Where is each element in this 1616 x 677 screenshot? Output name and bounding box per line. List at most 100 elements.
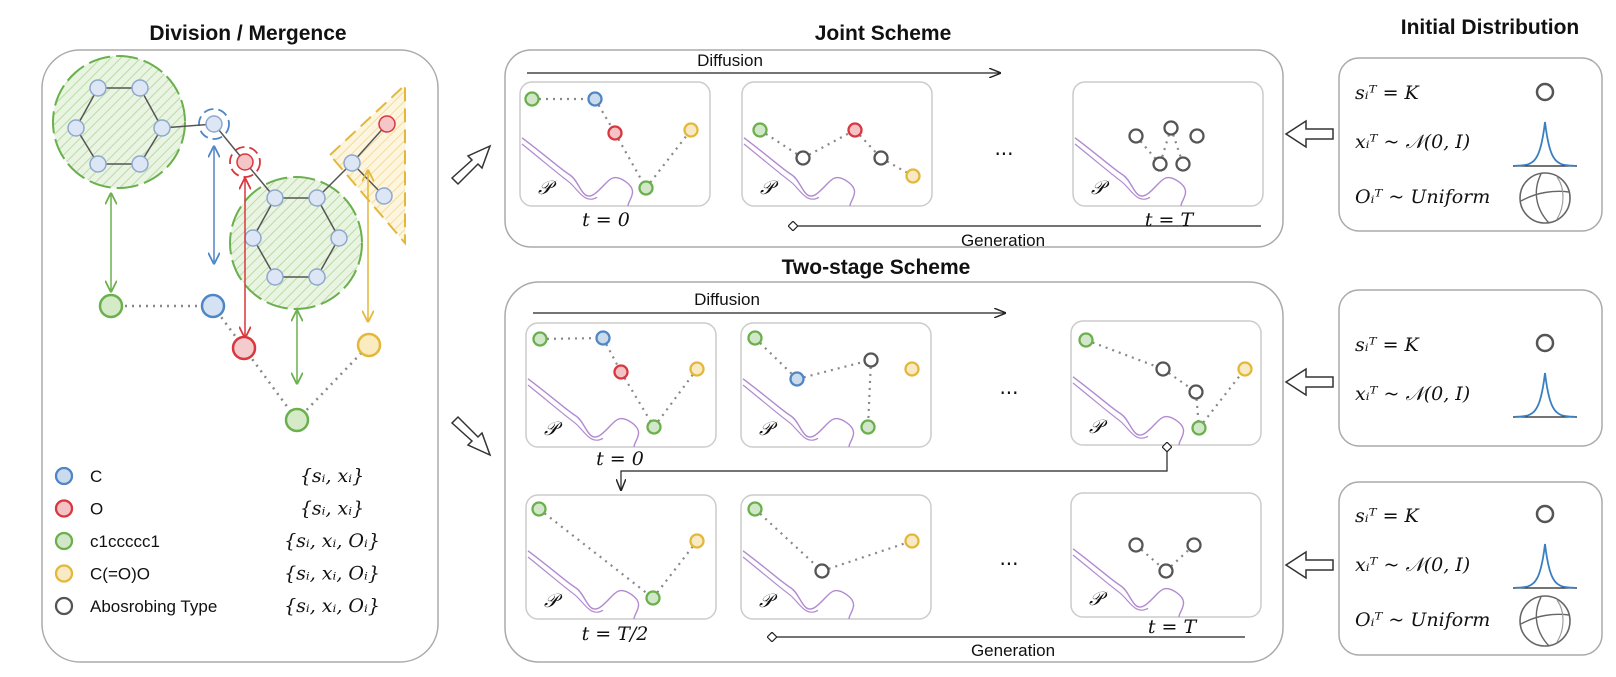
init-joint-gaussian-icon: [1513, 121, 1577, 167]
gaussian-curve: [1514, 121, 1576, 167]
graph-edge: [538, 508, 654, 599]
oxygen-region: [229, 146, 261, 178]
to-joint-arrow: [450, 144, 492, 186]
pocket-surface-inner: [1072, 554, 1149, 611]
init-top-s: sᵢᵀ = K: [1355, 334, 1421, 356]
graph-node: [847, 122, 863, 138]
coarse-carbon-node: [200, 293, 226, 319]
carbon-region: [198, 108, 230, 140]
graph-node: [613, 364, 629, 380]
graph-node: [904, 533, 920, 549]
joint-scheme-title: Joint Scheme: [815, 22, 952, 45]
joint-diffusion-label: Diffusion: [697, 51, 763, 70]
legend-label: O: [90, 500, 103, 519]
init-top-x: xᵢᵀ ~ 𝒩(0, I): [1355, 383, 1470, 405]
pocket-surface-inner: [527, 556, 604, 613]
two-stage-frame-b2: 𝒫: [1070, 492, 1262, 618]
graph-node: [689, 361, 705, 377]
two-stage-frame-a0: 𝒫: [525, 322, 717, 448]
legend-label: C: [90, 467, 102, 486]
pocket-surface: [742, 550, 855, 620]
graph-edge: [645, 129, 692, 189]
init-box-joint: sᵢᵀ = K xᵢᵀ ~ 𝒩(0, I) Oᵢᵀ ~ Uniform: [1338, 57, 1603, 232]
legend-swatch: [54, 531, 74, 551]
init-joint-absorb-icon: [1535, 82, 1555, 102]
graph-edge: [652, 540, 698, 599]
two-stage-ellipsis-top: ...: [999, 375, 1018, 399]
joint-ellipsis: ...: [994, 136, 1013, 160]
init-bottom-absorb-icon: [1535, 504, 1555, 524]
init-bottom-s: sᵢᵀ = K: [1355, 505, 1421, 527]
legend-set: {sᵢ, xᵢ}: [300, 498, 364, 520]
two-stage-ellipsis-bottom: ...: [999, 546, 1018, 570]
coarse-ring-node: [98, 293, 124, 319]
legend-label: Abosrobing Type: [90, 597, 217, 616]
gaussian-curve: [1514, 543, 1576, 589]
graph-edge: [796, 358, 872, 381]
init-bottom-gaussian-icon: [1513, 543, 1577, 589]
graph-node: [531, 501, 547, 517]
pocket-surface-inner: [742, 556, 819, 613]
graph-node: [904, 361, 920, 377]
pocket-surface: [742, 378, 855, 448]
legend-set: {sᵢ, xᵢ, Oᵢ}: [284, 530, 380, 552]
joint-scheme-panel: Diffusion Generation 𝒫 t = 0 𝒫 ... 𝒫 t =…: [504, 49, 1284, 250]
pocket-surface-inner: [521, 143, 598, 200]
two-stage-init-arrow-bottom: [1284, 550, 1334, 580]
two-stage-scheme-title: Two-stage Scheme: [782, 256, 971, 279]
graph-node: [645, 590, 661, 606]
initial-distribution-title: Initial Distribution: [1401, 16, 1580, 39]
graph-node: [1175, 156, 1191, 172]
graph-node: [1128, 128, 1144, 144]
graph-edge: [821, 539, 913, 573]
graph-edge: [754, 508, 823, 572]
graph-node: [747, 501, 763, 517]
legend-set: {sᵢ, xᵢ, Oᵢ}: [284, 563, 380, 585]
init-bottom-o: Oᵢᵀ ~ Uniform: [1355, 609, 1490, 631]
coarse-ring2-node: [284, 407, 310, 433]
molecule-atoms: [67, 79, 396, 286]
legend-set: {sᵢ, xᵢ}: [300, 465, 364, 487]
init-joint-o: Oᵢᵀ ~ Uniform: [1355, 186, 1490, 208]
graph-node: [1155, 361, 1171, 377]
init-top-gaussian-icon: [1513, 372, 1577, 418]
graph-node: [795, 150, 811, 166]
graph-node: [789, 371, 805, 387]
graph-node: [1152, 156, 1168, 172]
graph-edge: [754, 337, 798, 380]
pocket-surface: [1072, 376, 1185, 446]
pocket-surface-inner: [742, 384, 819, 441]
graph-node: [646, 419, 662, 435]
joint-tT-label: t = T: [1145, 209, 1195, 231]
ring-region-1: [52, 55, 186, 189]
pocket-surface: [1074, 137, 1187, 207]
pocket-surface: [1072, 548, 1185, 618]
graph-node: [747, 330, 763, 346]
legend-swatch: [54, 466, 74, 486]
init-top-absorb-icon: [1535, 333, 1555, 353]
joint-frame-t0: 𝒫: [519, 81, 711, 207]
graph-node: [524, 91, 540, 107]
two-stage-frame-a1: 𝒫: [740, 322, 932, 448]
pocket-surface: [527, 378, 640, 448]
two-stage-t0-label: t = 0: [596, 448, 644, 470]
legend: C{sᵢ, xᵢ}O{sᵢ, xᵢ}c1ccccc1{sᵢ, xᵢ, Oᵢ}C(…: [54, 465, 380, 617]
init-bottom-x: xᵢᵀ ~ 𝒩(0, I): [1355, 554, 1470, 576]
pocket-surface-inner: [1072, 382, 1149, 439]
init-joint-s: sᵢᵀ = K: [1355, 82, 1421, 104]
graph-node: [1189, 128, 1205, 144]
two-stage-generation-label: Generation: [971, 641, 1055, 660]
joint-generation-label: Generation: [961, 231, 1045, 250]
graph-node: [607, 125, 623, 141]
legend-swatch: [54, 596, 74, 616]
graph-node: [638, 180, 654, 196]
two-stage-tT2-label: t = T/2: [582, 623, 649, 645]
pocket-surface: [527, 550, 640, 620]
init-joint-sphere-icon: [1519, 172, 1571, 224]
graph-node: [1186, 537, 1202, 553]
coarse-oxygen-node: [231, 335, 257, 361]
two-stage-frame-b1: 𝒫: [740, 494, 932, 620]
graph-node: [860, 419, 876, 435]
two-stage-init-arrow-top: [1284, 367, 1334, 397]
